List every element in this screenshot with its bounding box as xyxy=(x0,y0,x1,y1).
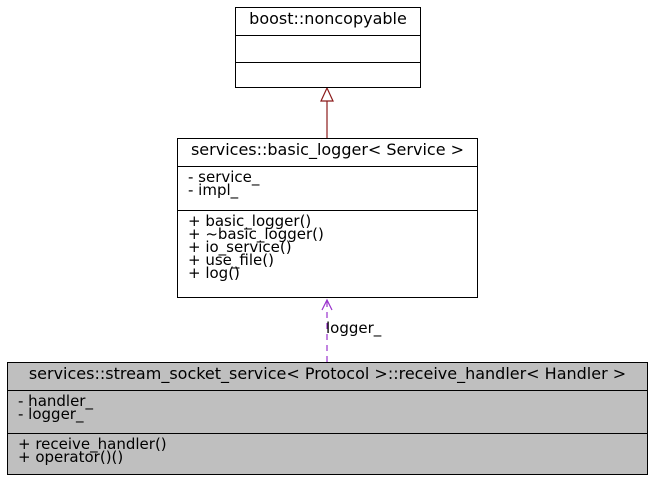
operation-item: + use_file() xyxy=(188,251,274,269)
operations-section xyxy=(236,62,420,87)
operation-item: + log() xyxy=(188,264,240,282)
operation-item: + io_service() xyxy=(188,238,292,256)
class-receive-handler[interactable]: services::stream_socket_service< Protoco… xyxy=(7,362,648,475)
attribute-item: - impl_ xyxy=(188,181,239,199)
attributes-section: - handler_ - logger_ xyxy=(8,390,647,433)
attributes-section xyxy=(236,35,420,62)
inheritance-arrowhead xyxy=(320,86,334,102)
class-name: services::basic_logger< Service > xyxy=(190,140,465,159)
class-basic-logger[interactable]: services::basic_logger< Service > - serv… xyxy=(177,138,478,298)
operations-section: + basic_logger() + ~basic_logger() + io_… xyxy=(178,210,477,297)
class-boost-noncopyable[interactable]: boost::noncopyable xyxy=(235,7,421,88)
operations-section: + receive_handler() + operator()() xyxy=(8,433,647,474)
operation-item: + operator()() xyxy=(18,448,124,466)
usage-edge-label: logger_ xyxy=(326,319,382,337)
operation-item: + receive_handler() xyxy=(18,435,167,453)
class-name: services::stream_socket_service< Protoco… xyxy=(28,364,627,383)
usage-arrowhead xyxy=(321,298,333,311)
operation-item: + ~basic_logger() xyxy=(188,225,324,243)
attribute-item: - logger_ xyxy=(18,405,84,423)
operation-item: + basic_logger() xyxy=(188,212,312,230)
class-name: boost::noncopyable xyxy=(249,9,407,28)
attribute-item: - service_ xyxy=(188,168,260,186)
attribute-item: - handler_ xyxy=(18,392,93,410)
attributes-section: - service_ - impl_ xyxy=(178,166,477,210)
